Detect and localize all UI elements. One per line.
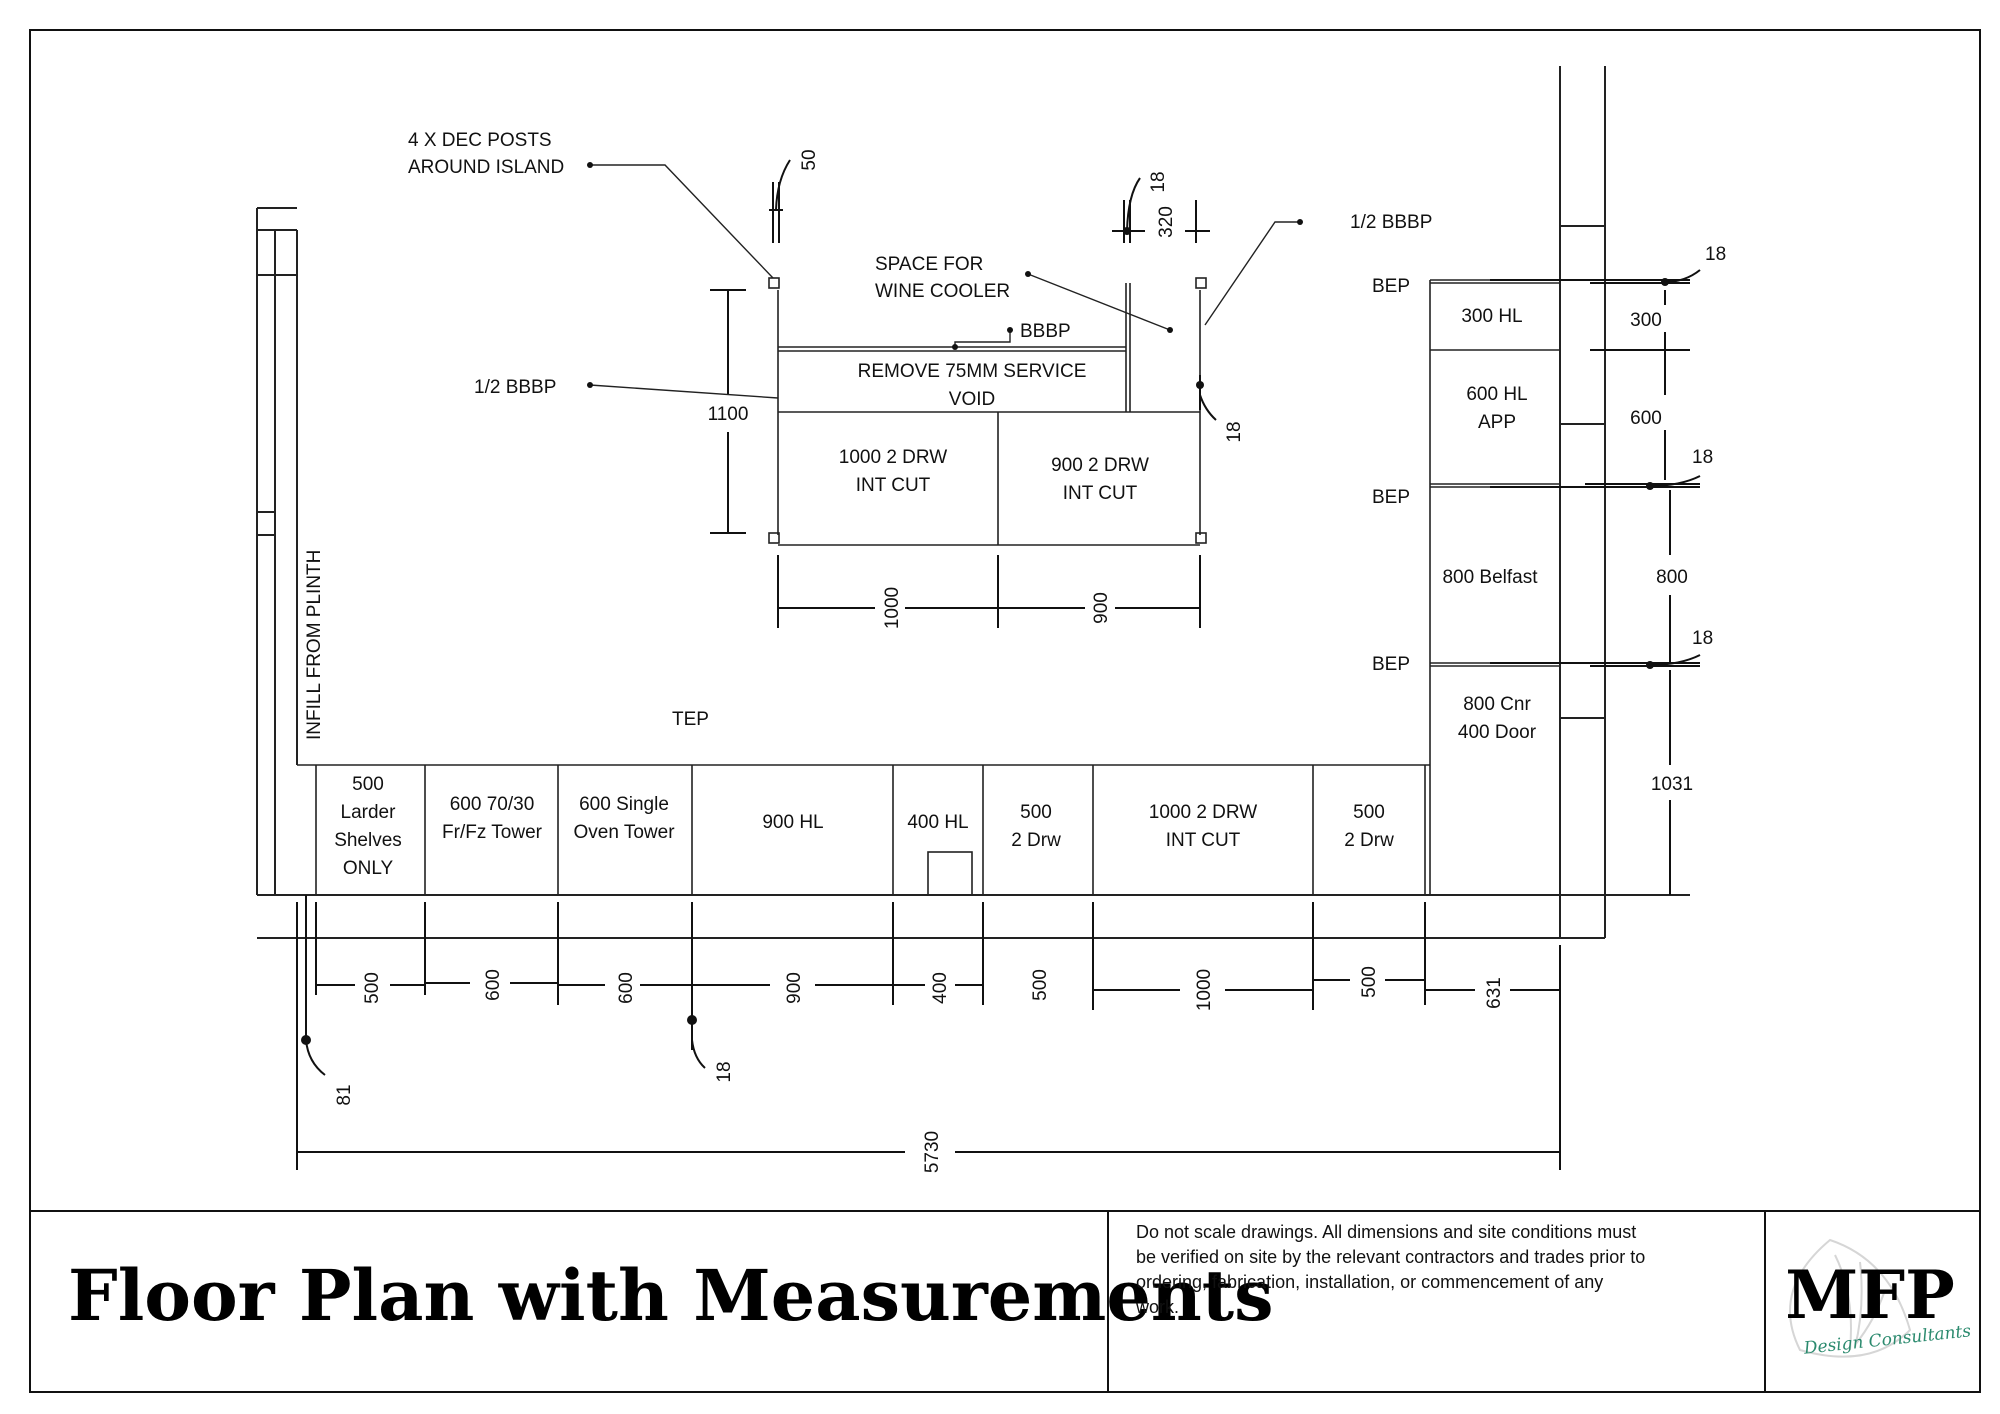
half-bbbp-right-label: 1/2 BBBP <box>1350 212 1432 233</box>
wall-dim: 500 <box>1030 969 1051 1001</box>
unit-1000-drw: 1000 2 DRW <box>1149 802 1257 823</box>
bep-label: BEP <box>1372 487 1410 508</box>
unit-300-hl: 300 HL <box>1461 306 1522 327</box>
infill-label: INFILL FROM PLINTH <box>304 550 325 740</box>
island-labels: 4 X DEC POSTS AROUND ISLAND SPACE FOR WI… <box>408 130 1432 629</box>
unit-larder: Shelves <box>334 830 402 851</box>
title-block: Floor Plan with Measurements Do not scal… <box>68 1222 1972 1359</box>
unit-oven-tower: 600 Single <box>579 794 669 815</box>
half-bbbp-left-label: 1/2 BBBP <box>474 377 556 398</box>
wine-cooler-note: SPACE FOR <box>875 254 983 275</box>
unit-500-drw: 500 <box>1020 802 1052 823</box>
island-width-1000: 1000 <box>882 587 903 629</box>
unit-400-hl: 400 HL <box>907 812 968 833</box>
unit-500-drw-2: 2 Drw <box>1344 830 1394 851</box>
unit-corner: 800 Cnr <box>1463 694 1531 715</box>
island-width-900: 900 <box>1091 592 1112 624</box>
wall-run-cabinets <box>297 764 1431 896</box>
island-depth-dim: 1100 <box>708 404 749 425</box>
unit-1000-drw: INT CUT <box>1166 830 1241 851</box>
gap-dim-320: 320 <box>1156 206 1177 238</box>
unit-600-hl-app: APP <box>1478 412 1516 433</box>
dimension-lines <box>296 159 1701 1170</box>
wall-dim: 600 <box>616 972 637 1004</box>
unit-belfast: 800 Belfast <box>1442 567 1538 588</box>
bep-label: BEP <box>1372 654 1410 675</box>
wall-run-labels: INFILL FROM PLINTH TEP 500 Larder Shelve… <box>304 550 1505 1174</box>
unit-fridge-tower: 600 70/30 <box>450 794 535 815</box>
service-void-label: VOID <box>949 389 995 410</box>
room-walls <box>256 66 1690 939</box>
tep-label: TEP <box>672 709 709 730</box>
side-dim: 800 <box>1656 567 1688 588</box>
overall-dim: 5730 <box>922 1131 943 1173</box>
wall-dim: 631 <box>1484 977 1505 1009</box>
posts-note: AROUND ISLAND <box>408 157 564 178</box>
service-void-label: REMOVE 75MM SERVICE <box>858 361 1087 382</box>
side-run-labels: BEP BEP BEP 300 HL 600 HL APP 800 Belfas… <box>1372 244 1726 795</box>
wall-dim: 900 <box>784 972 805 1004</box>
side-gap-dim: 18 <box>1705 244 1726 265</box>
island-unit-1000: INT CUT <box>856 475 931 496</box>
island-unit-900: 900 2 DRW <box>1051 455 1149 476</box>
unit-600-hl-app: 600 HL <box>1466 384 1527 405</box>
offset-dim-81: 81 <box>334 1084 355 1105</box>
side-gap-dim: 18 <box>1692 447 1713 468</box>
island-cabinets <box>768 277 1207 546</box>
unit-fridge-tower: Fr/Fz Tower <box>442 822 543 843</box>
wall-dim: 400 <box>930 972 951 1004</box>
side-dim: 300 <box>1630 310 1662 331</box>
island-unit-1000: 1000 2 DRW <box>839 447 947 468</box>
unit-900-hl: 900 HL <box>762 812 823 833</box>
wine-cooler-note: WINE COOLER <box>875 281 1010 302</box>
gap-dim-18: 18 <box>1148 171 1169 192</box>
drawing-title: Floor Plan with Measurements <box>68 1254 1274 1337</box>
disclaimer-note: be verified on site by the relevant cont… <box>1136 1247 1645 1267</box>
disclaimer-note: ordering, fabrication, installation, or … <box>1136 1272 1603 1292</box>
bbbp-label: BBBP <box>1020 321 1071 342</box>
unit-500-drw: 2 Drw <box>1011 830 1061 851</box>
post-dim: 50 <box>799 149 820 170</box>
wall-dim: 500 <box>362 972 383 1004</box>
wall-dim: 1000 <box>1194 969 1215 1011</box>
logo: MFP <box>1785 1256 1955 1334</box>
side-gap-dim: 18 <box>1692 628 1713 649</box>
wall-dim: 500 <box>1359 966 1380 998</box>
unit-larder: 500 <box>352 774 384 795</box>
note-leaders <box>589 164 1300 399</box>
offset-dim-18: 18 <box>714 1061 735 1082</box>
dimension-markers <box>301 162 1669 1045</box>
island-unit-900: INT CUT <box>1063 483 1138 504</box>
side-dim: 600 <box>1630 408 1662 429</box>
side-run-cabinets <box>1429 279 1560 765</box>
unit-corner: 400 Door <box>1458 722 1537 743</box>
unit-500-drw-2: 500 <box>1353 802 1385 823</box>
disclaimer-note: Do not scale drawings. All dimensions an… <box>1136 1222 1636 1242</box>
disclaimer-note: work. <box>1135 1297 1179 1317</box>
side-dim: 1031 <box>1651 774 1693 795</box>
unit-larder: ONLY <box>343 858 394 879</box>
gap-dim-18-right: 18 <box>1224 421 1245 442</box>
posts-note: 4 X DEC POSTS <box>408 130 552 151</box>
bep-label: BEP <box>1372 276 1410 297</box>
unit-oven-tower: Oven Tower <box>573 822 675 843</box>
unit-larder: Larder <box>341 802 397 823</box>
sheet-frame <box>29 29 1981 1393</box>
leaf-watermark-icon <box>1789 1238 1912 1358</box>
wall-dim: 600 <box>483 969 504 1001</box>
